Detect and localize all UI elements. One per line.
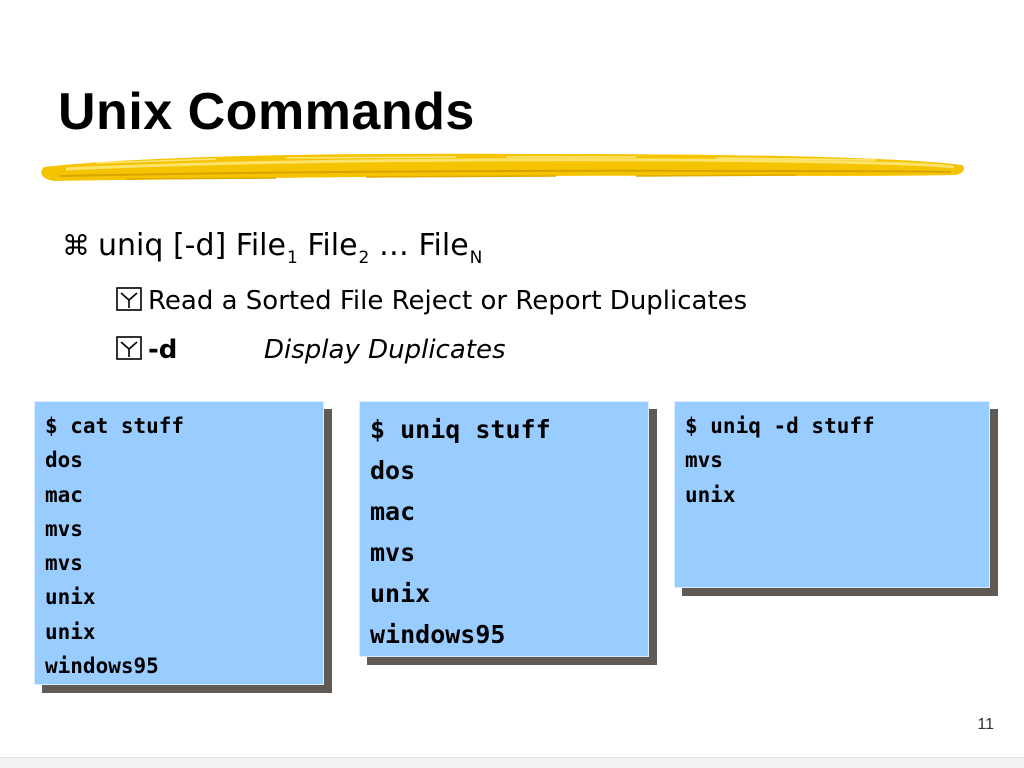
code-line: dos [370,456,416,485]
code-line: mvs [45,551,83,576]
code-line: $ cat stuff [45,414,185,438]
subscript-1: 1 [286,248,298,268]
code-line: $ uniq -d stuff [685,414,875,438]
file2-text: File [297,228,358,263]
code-box-uniq-stuff: $ uniq stuff dos mac mvs unix windows95 [359,401,649,657]
subscript-2: 2 [358,248,370,268]
code-line: unix [45,619,96,644]
bullet-uniq-syntax: ⌘ uniq [-d] File 1 File 2 … File N [62,228,482,268]
code-line: mvs [370,538,416,567]
highlighter-underline [41,153,965,181]
page-number: 11 [977,716,994,733]
description-text: Read a Sorted File Reject or Report Dupl… [148,286,748,316]
option-description: Display Duplicates [264,335,506,365]
bullet-option-d: -d Display Duplicates [116,334,506,365]
code-line: dos [45,448,83,473]
checkbox-icon [116,287,144,311]
code-line: windows95 [370,620,506,649]
code-line: windows95 [45,654,159,679]
slide-title: Unix Commands [58,83,475,141]
uniq-command-text: uniq [-d] File [98,228,286,263]
code-line: mac [370,497,416,526]
code-line: mvs [685,448,723,473]
command-key-icon: ⌘ [62,229,90,262]
code-line: mac [45,482,83,507]
code-line: unix [370,579,431,608]
code-box-uniq-d-stuff: $ uniq -d stuff mvs unix [674,401,990,588]
subscript-n: N [469,248,483,268]
checkbox-icon [116,336,144,360]
footer-bar [0,757,1024,768]
code-line: unix [685,482,736,507]
code-box-cat-stuff: $ cat stuff dos mac mvs mvs unix unix wi… [34,401,324,685]
code-line: unix [45,585,96,610]
code-line: $ uniq stuff [370,415,551,444]
option-flag: -d [148,335,178,365]
fileN-text: … File [369,228,469,263]
code-line: mvs [45,516,83,541]
bullet-description: Read a Sorted File Reject or Report Dupl… [116,285,747,316]
